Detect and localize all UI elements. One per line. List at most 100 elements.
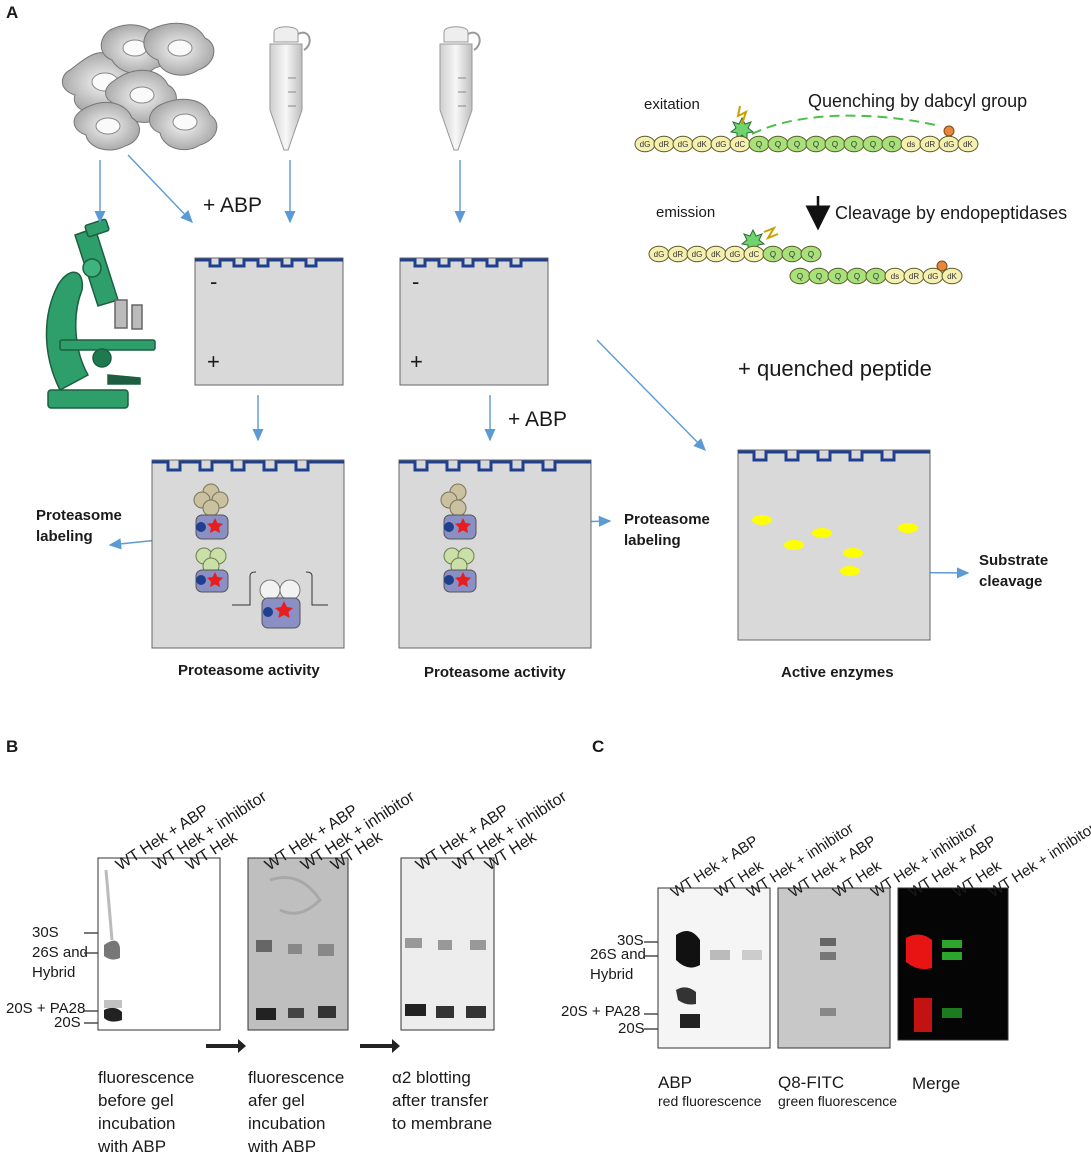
sub-c-q8: green fluorescence (778, 1093, 898, 1109)
residue-label: Q (756, 140, 762, 149)
residue-label: dG (716, 140, 727, 149)
substrate-spots (752, 515, 918, 576)
band-b-hybrid: Hybrid (32, 964, 76, 981)
quenched-peptide-label: + quenched peptide (738, 356, 932, 381)
caption-proteasome-activity-2: Proteasome activity (424, 664, 566, 681)
residue-label: ds (907, 140, 915, 149)
residue-label: dG (692, 250, 703, 259)
proteasome-icon-4 (440, 483, 477, 540)
label-c-abp: ABP (658, 1073, 693, 1092)
band-b-30s: 30S (32, 924, 59, 941)
microscope-icon (45, 218, 156, 409)
residue-label: Q (870, 140, 876, 149)
excitation-star (729, 105, 755, 142)
proteasome-labeling-left: Proteasome labeling (36, 507, 122, 545)
blot-c-abp (657, 887, 771, 1049)
desc-b1-line-2: before gel (98, 1091, 174, 1110)
desc-b2-line-2: afer gel (248, 1091, 305, 1110)
residue-label: Q (794, 140, 800, 149)
gel-upper-1 (194, 257, 344, 386)
desc-b2: fluorescence afer gel incubation with AB… (248, 1066, 344, 1158)
band-c-30s: 30S (617, 932, 644, 949)
residue-label: Q (770, 250, 776, 259)
plus-abp-label-2: + ABP (508, 408, 567, 431)
gel-lower-1 (151, 459, 345, 649)
sub-c-abp: red fluorescence (658, 1093, 762, 1109)
residue-label: dK (711, 250, 721, 259)
desc-b2-line-4: with ABP (248, 1137, 317, 1156)
blot-b3 (400, 857, 495, 1031)
residue-label: Q (816, 272, 822, 281)
band-c-26s: 26S and (590, 946, 646, 963)
blot-b2 (247, 857, 349, 1031)
band-c-hybrid: Hybrid (590, 966, 634, 983)
residue-label: Q (854, 272, 860, 281)
residue-label: dG (944, 140, 955, 149)
quenching-label: Quenching by dabcyl group (808, 91, 1028, 111)
band-b-20s-pa28: 20S + PA28 (6, 1000, 86, 1017)
residue-bead (800, 245, 822, 263)
panel-label-a: A (6, 3, 19, 22)
plus-abp-label-1: + ABP (203, 194, 262, 217)
residue-label: dC (749, 250, 759, 259)
residue-label: dG (730, 250, 741, 259)
residue-label: dG (678, 140, 689, 149)
residue-label: Q (851, 140, 857, 149)
residue-label: Q (789, 250, 795, 259)
desc-b3: α2 blotting after transfer to membrane (392, 1066, 492, 1135)
label-c-merge: Merge (912, 1074, 961, 1093)
emission-label: emission (656, 204, 716, 221)
residue-label: dK (947, 272, 957, 281)
quench-dashed-line (751, 114, 941, 135)
proteasome-icon-2 (195, 547, 229, 593)
desc-b2-line-3: incubation (248, 1114, 326, 1133)
gel-upper-2 (399, 257, 549, 386)
blot-c-merge (897, 887, 1009, 1041)
cleavage-label: Cleavage by endopeptidases (835, 203, 1068, 223)
residue-label: dK (697, 140, 707, 149)
desc-b3-line-1: α2 blotting (392, 1068, 471, 1087)
residue-label: Q (797, 272, 803, 281)
gel1-minus: - (210, 269, 218, 294)
arrow-gel2-to-gel3 (596, 339, 706, 451)
desc-b3-line-2: after transfer (392, 1091, 489, 1110)
residue-label: dG (654, 250, 665, 259)
transition-arrows (206, 1039, 400, 1053)
residue-label: Q (813, 140, 819, 149)
residue-bead (957, 135, 979, 153)
residue-label: Q (775, 140, 781, 149)
gel-lower-2 (398, 459, 592, 649)
panel-label-c: C (592, 737, 605, 756)
tube-icon-1 (269, 26, 311, 151)
dabcyl-quencher-1 (943, 125, 955, 137)
residue-label: dK (963, 140, 973, 149)
band-b-20s: 20S (54, 1014, 81, 1031)
desc-b2-line-1: fluorescence (248, 1068, 345, 1087)
gel-lower-3 (737, 449, 931, 641)
residue-label: Q (873, 272, 879, 281)
residue-bead (941, 267, 963, 285)
blot-c-q8 (777, 887, 891, 1049)
residue-label: dC (735, 140, 745, 149)
residue-label: ds (891, 272, 899, 281)
band-b-26s: 26S and (32, 944, 88, 961)
gel2-plus: + (410, 349, 423, 374)
residue-label: Q (835, 272, 841, 281)
residue-label: Q (889, 140, 895, 149)
substrate-cleavage-label: Substrate cleavage (979, 552, 1049, 590)
desc-b1-line-3: incubation (98, 1114, 176, 1133)
panel-label-b: B (6, 737, 19, 756)
residue-label: dG (928, 272, 939, 281)
gel1-plus: + (207, 349, 220, 374)
residue-label: dR (925, 140, 935, 149)
blot-b1 (97, 857, 221, 1031)
proteasome-labeling-right: Proteasome labeling (624, 511, 710, 549)
cells-icon (61, 22, 218, 151)
proteasome-icon-5 (443, 547, 477, 593)
desc-b1: fluorescence before gel incubation with … (98, 1066, 194, 1158)
